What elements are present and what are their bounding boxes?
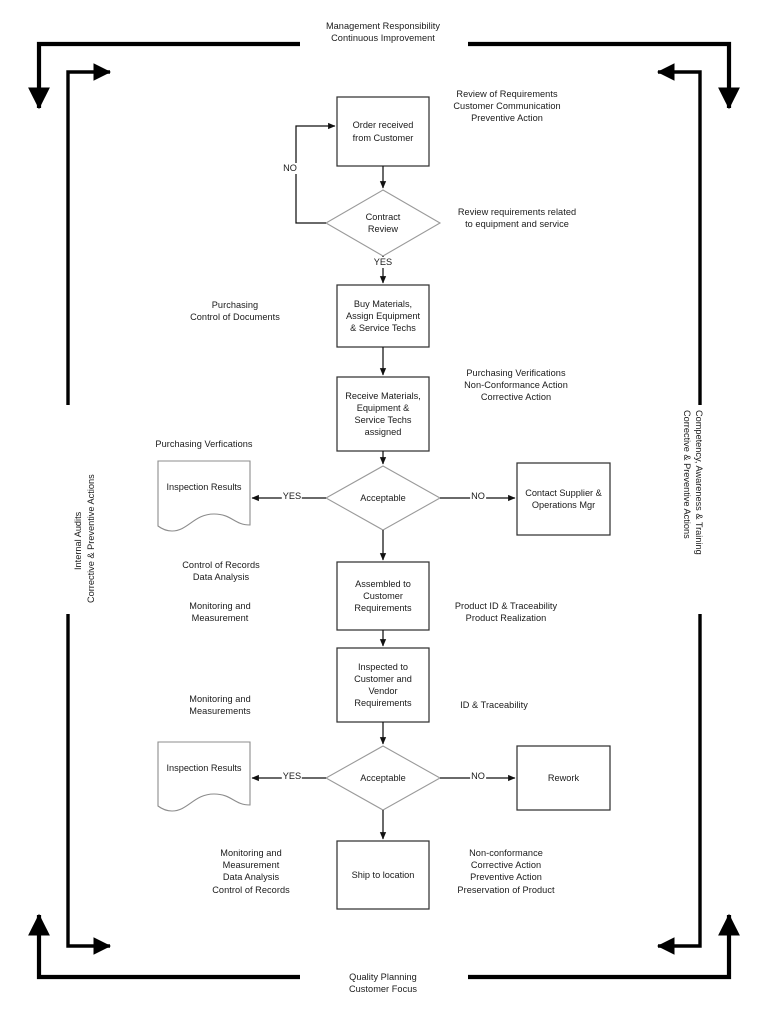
annotation-monitoring-measurement-3: Monitoring and Measurement Data Analysis… <box>212 848 290 895</box>
side-label-right-line2: Corrective & Preventive Actions <box>682 410 692 539</box>
inner-frame-arrow-right-bottom <box>656 614 702 955</box>
node-inspection-results-1 <box>157 460 251 532</box>
node-contract-review <box>324 189 442 257</box>
annotation-contract-review: Review requirements related to equipment… <box>457 207 577 230</box>
process-boxes <box>336 96 611 910</box>
edge-contract-no-loop <box>295 122 336 224</box>
annotation-receive-materials: Purchasing Verifications Non-Conformance… <box>464 368 568 403</box>
title-top-line2: Continuous Improvement <box>331 33 435 43</box>
node-assembled <box>336 561 430 631</box>
node-acceptable-1 <box>324 465 442 531</box>
edge-label-no-acceptable-1: NO <box>470 491 486 502</box>
title-top-line1: Management Responsibility <box>325 21 441 31</box>
outer-frame <box>28 41 740 980</box>
outer-frame-arrow-top-left <box>28 41 300 110</box>
annotation-purchasing: Purchasing Control of Documents <box>190 300 280 323</box>
node-inspected <box>336 647 430 723</box>
annotation-order-received: Review of Requirements Customer Communic… <box>453 89 561 124</box>
title-bottom-line1: Quality Planning <box>349 972 417 982</box>
edge-label-no-acceptable-2: NO <box>470 771 486 782</box>
side-label-right-line1: Competency, Awareness & Training <box>694 410 704 555</box>
node-rework <box>516 745 611 811</box>
title-bottom-line2: Customer Focus <box>348 984 418 994</box>
inner-frame-arrow-left-top <box>66 63 112 405</box>
annotation-monitoring-measurement-1: Monitoring and Measurement <box>189 601 251 624</box>
document-shapes <box>157 460 251 812</box>
annotation-control-of-records: Control of Records Data Analysis <box>182 560 260 583</box>
inner-frame <box>66 63 702 955</box>
edge-label-no-contract-review: NO <box>282 163 298 174</box>
annotation-non-conformance: Non-conformance Corrective Action Preven… <box>457 848 555 895</box>
outer-frame-arrow-bottom-left <box>28 913 300 980</box>
node-acceptable-2 <box>324 745 442 811</box>
edge-label-yes-acceptable-2: YES <box>281 771 303 782</box>
outer-frame-arrow-bottom-right <box>468 913 740 980</box>
side-label-left-line2: Corrective & Preventive Actions <box>86 474 96 603</box>
edge-label-yes-contract-review: YES <box>372 257 394 268</box>
inner-frame-arrow-right-top <box>656 63 702 405</box>
annotation-purchasing-verfications: Purchasing Verfications <box>155 439 253 449</box>
node-order-received <box>336 96 430 167</box>
annotation-id-traceability: ID & Traceability <box>460 700 528 710</box>
node-ship <box>336 840 430 910</box>
inner-frame-arrow-left-bottom <box>66 614 112 955</box>
node-receive-materials <box>336 376 430 452</box>
annotation-monitoring-measurements-2: Monitoring and Measurements <box>189 694 251 717</box>
node-inspection-results-2 <box>157 741 251 812</box>
edge-label-yes-acceptable-1: YES <box>281 491 303 502</box>
decision-diamonds <box>324 189 442 811</box>
outer-frame-arrow-top-right <box>468 41 740 110</box>
node-buy-materials <box>336 284 430 348</box>
annotation-product-id-traceability: Product ID & Traceability Product Realiz… <box>454 601 558 624</box>
side-label-left-line1: Internal Audits <box>73 511 83 570</box>
node-contact-supplier <box>516 462 611 536</box>
